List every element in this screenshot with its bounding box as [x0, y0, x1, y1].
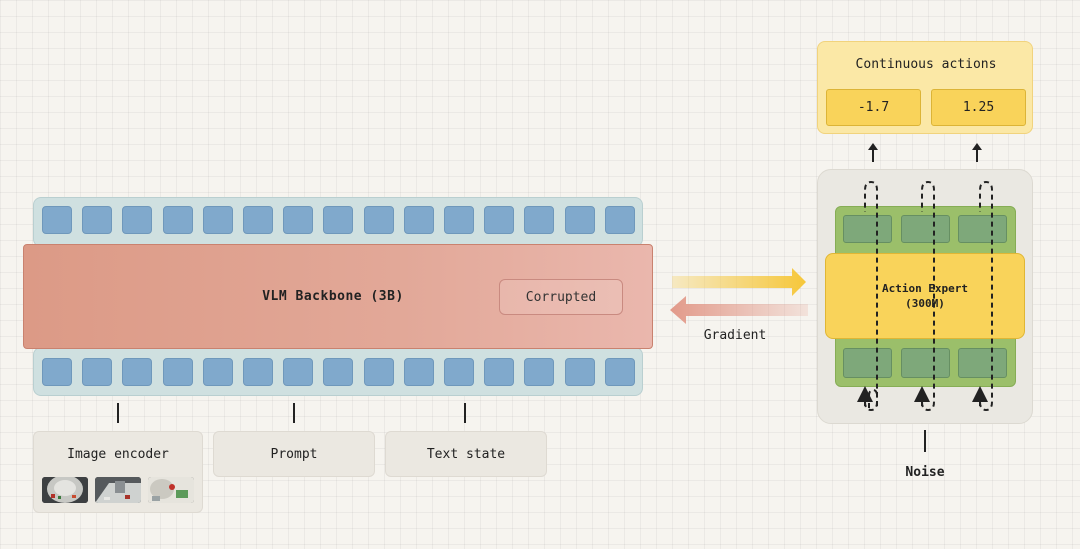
corrupted-badge: Corrupted — [499, 279, 623, 315]
vlm-top-token — [323, 206, 353, 234]
flow-loop — [979, 180, 993, 412]
vlm-top-token — [404, 206, 434, 234]
gradient-arrow — [670, 296, 808, 324]
vlm-backbone-title: VLM Backbone (3B) — [262, 289, 404, 304]
action-value-text: 1.25 — [962, 100, 995, 115]
vlm-top-token — [484, 206, 514, 234]
vlm-bottom-token — [323, 358, 353, 386]
vlm-bottom-token — [82, 358, 112, 386]
vlm-top-token — [524, 206, 554, 234]
vlm-bottom-token — [122, 358, 152, 386]
corrupted-label: Corrupted — [525, 289, 597, 305]
vlm-top-token — [565, 206, 595, 234]
action-value: 1.25 — [931, 89, 1026, 126]
vlm-bottom-token — [484, 358, 514, 386]
vlm-bottom-token — [203, 358, 233, 386]
action-value: -1.7 — [826, 89, 921, 126]
text-state-box: Text state — [385, 431, 547, 477]
gradient-label: Gradient — [703, 328, 767, 343]
vlm-bottom-token — [404, 358, 434, 386]
vlm-bottom-token — [163, 358, 193, 386]
vlm-bottom-token — [444, 358, 474, 386]
vlm-top-token — [364, 206, 394, 234]
vlm-backbone: VLM Backbone (3B) — [23, 244, 653, 349]
prompt-label: Prompt — [270, 447, 318, 462]
expert-top-token — [843, 215, 892, 243]
stem-text-state — [464, 403, 466, 423]
text-state-label: Text state — [426, 447, 506, 462]
stem-prompt — [293, 403, 295, 423]
action-expert-title: Action Expert — [881, 282, 969, 295]
expert-bottom-token — [901, 348, 950, 378]
flow-arrows — [670, 268, 808, 324]
continuous-actions-panel: Continuous actions -1.7 1.25 — [817, 41, 1033, 134]
noise-label: Noise — [905, 465, 945, 480]
vlm-top-token — [42, 206, 72, 234]
vlm-top-token — [203, 206, 233, 234]
vlm-top-token — [243, 206, 273, 234]
continuous-actions-title: Continuous actions — [855, 57, 997, 72]
vlm-bottom-token — [42, 358, 72, 386]
vlm-bottom-token — [243, 358, 273, 386]
expert-top-token — [958, 215, 1007, 243]
vlm-bottom-token — [565, 358, 595, 386]
output-arrows — [868, 143, 982, 162]
vlm-bottom-token — [283, 358, 313, 386]
vlm-top-token — [163, 206, 193, 234]
vlm-top-token — [605, 206, 635, 234]
action-value-text: -1.7 — [857, 100, 890, 115]
camera-image-thumbnail — [42, 477, 88, 503]
expert-bottom-token — [958, 348, 1007, 378]
vlm-bottom-token — [524, 358, 554, 386]
flow-loop — [921, 180, 935, 412]
camera-image-thumbnail — [148, 477, 194, 503]
noise-stem — [924, 430, 926, 452]
image-encoder-box: Image encoder — [33, 431, 203, 513]
stem-image-encoder — [117, 403, 119, 423]
vlm-bottom-token — [364, 358, 394, 386]
prompt-box: Prompt — [213, 431, 375, 477]
expert-top-token — [901, 215, 950, 243]
vlm-top-token — [122, 206, 152, 234]
forward-arrow — [672, 268, 806, 296]
image-encoder-label: Image encoder — [67, 447, 169, 462]
expert-flow-loops — [857, 180, 993, 412]
vlm-top-token — [82, 206, 112, 234]
flow-loop — [864, 180, 878, 412]
expert-bottom-token — [843, 348, 892, 378]
vlm-bottom-token — [605, 358, 635, 386]
camera-image-thumbnail — [95, 477, 141, 503]
vlm-top-token — [444, 206, 474, 234]
vlm-top-token — [283, 206, 313, 234]
